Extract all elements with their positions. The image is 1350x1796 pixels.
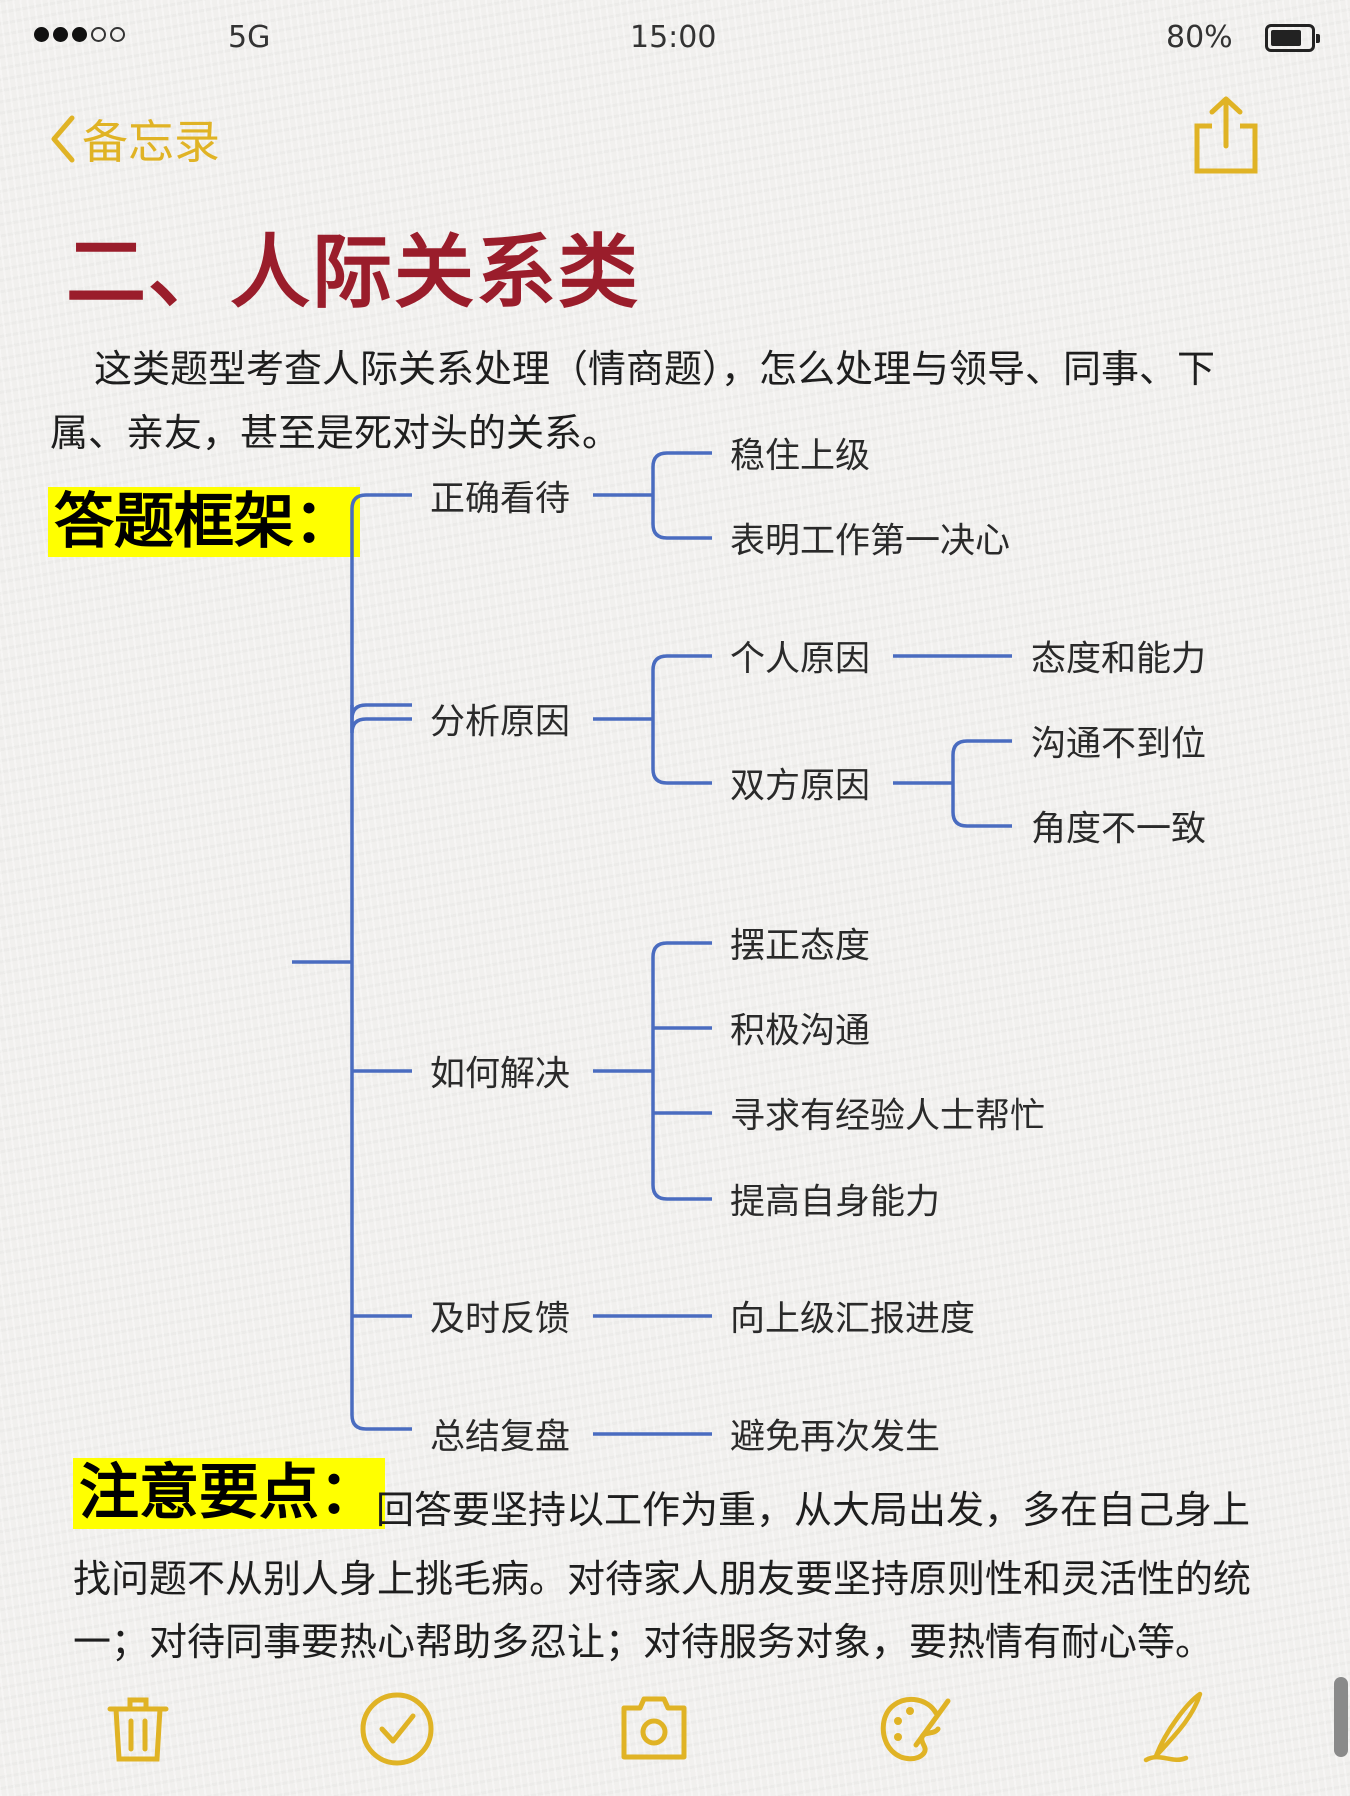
signal-strength-icon — [34, 27, 125, 42]
palette-icon[interactable] — [876, 1693, 952, 1765]
mindmap-node: 避免再次发生 — [730, 1417, 941, 1458]
mindmap-node: 积极沟通 — [730, 1011, 871, 1052]
notes-label: 注意要点： — [73, 1458, 385, 1529]
mindmap-node: 如何解决 — [430, 1054, 571, 1095]
battery-percent: 80% — [1166, 20, 1233, 55]
mindmap-node: 表明工作第一决心 — [730, 521, 1011, 562]
notes-line-2: 找问题不从别人身上挑毛病。对待家人朋友要坚持原则性和灵活性的统 — [73, 1557, 1252, 1601]
mindmap-node: 摆正态度 — [730, 926, 871, 967]
camera-icon[interactable] — [618, 1694, 690, 1762]
note-title: 二、人际关系类 — [66, 226, 640, 319]
mindmap-node: 总结复盘 — [430, 1417, 571, 1458]
back-label: 备忘录 — [82, 115, 220, 169]
battery-icon — [1265, 24, 1320, 52]
mindmap-node: 分析原因 — [430, 702, 571, 743]
mindmap-node: 及时反馈 — [430, 1299, 571, 1340]
mindmap-node: 寻求有经验人士帮忙 — [730, 1096, 1046, 1137]
signal-dot — [110, 27, 125, 42]
network-type: 5G — [228, 20, 271, 55]
signal-dot — [72, 27, 87, 42]
mindmap-node: 稳住上级 — [730, 436, 871, 477]
notes-line-3: 一；对待同事要热心帮助多忍让；对待服务对象，要热情有耐心等。 — [73, 1620, 1214, 1664]
intro-line-1: 这类题型考查人际关系处理（情商题），怎么处理与领导、同事、下 — [94, 347, 1216, 391]
signal-dot — [53, 27, 68, 42]
chevron-left-icon — [51, 115, 75, 163]
trash-icon[interactable] — [106, 1695, 170, 1765]
intro-line-2: 属、亲友，甚至是死对头的关系。 — [50, 411, 621, 455]
checklist-icon[interactable] — [358, 1690, 436, 1768]
mindmap-node: 双方原因 — [730, 766, 871, 807]
mindmap-node: 态度和能力 — [1031, 639, 1207, 680]
mindmap-node: 正确看待 — [430, 479, 571, 520]
framework-label: 答题框架： — [48, 487, 360, 557]
share-icon[interactable] — [1192, 94, 1260, 176]
mindmap-node: 个人原因 — [730, 639, 871, 680]
back-button[interactable]: 备忘录 — [48, 106, 220, 172]
mindmap-node: 提高自身能力 — [730, 1182, 941, 1223]
pen-icon[interactable] — [1140, 1690, 1212, 1768]
mindmap-node: 向上级汇报进度 — [730, 1299, 976, 1340]
signal-dot — [91, 27, 106, 42]
mindmap-node: 角度不一致 — [1031, 809, 1207, 850]
notes-line-1: 回答要坚持以工作为重，从大局出发，多在自己身上 — [376, 1488, 1251, 1532]
signal-dot — [34, 27, 49, 42]
scrollbar[interactable] — [1334, 1677, 1348, 1757]
mindmap-node: 沟通不到位 — [1031, 724, 1207, 765]
clock: 15:00 — [630, 20, 717, 55]
